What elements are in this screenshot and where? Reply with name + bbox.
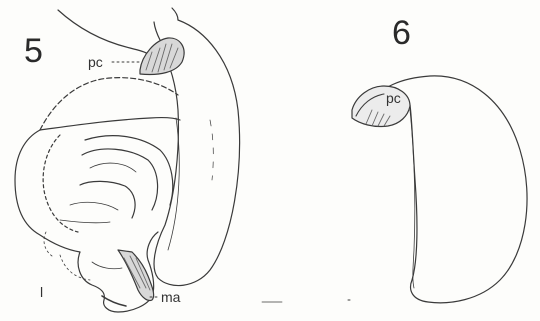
- fig5-ma-tip: [102, 250, 154, 306]
- fig5-label-l: l: [40, 285, 43, 299]
- fig5-lower-bulb-crease: [92, 262, 122, 269]
- fig5-body-dome: [85, 136, 173, 205]
- fig5-upper-plate-bottom: [40, 118, 180, 130]
- fig6-inner-edge: [410, 110, 415, 288]
- fig5-upper-plate-top: [40, 78, 178, 130]
- fig5-stalk-line-left: [58, 10, 150, 55]
- fig5-body-inner-left: [43, 135, 78, 232]
- fig5-right-lobe-inner: [168, 118, 179, 250]
- fig5-body-dome-inner: [82, 149, 158, 210]
- fig5-body-outer: [15, 130, 80, 252]
- fig5-stalk-line-top: [172, 8, 178, 20]
- fig5-pc-cap: [140, 38, 184, 75]
- fig5-stalk-line-right: [154, 22, 160, 40]
- fig5-label-ma: ma: [161, 290, 180, 304]
- fig5-flange-1: [80, 181, 135, 218]
- fig5-right-lobe-mark: [210, 120, 213, 180]
- fig5-body-ridge: [90, 163, 136, 172]
- fig5-label-pc: pc: [88, 55, 103, 69]
- fig5-left-dotted: [44, 232, 52, 256]
- fig6-label-pc: pc: [386, 91, 401, 105]
- fig5-flange-2: [70, 202, 118, 210]
- figure-5-number: 5: [24, 34, 43, 68]
- figure-6-number: 6: [392, 16, 411, 50]
- fig5-flange-3: [60, 220, 110, 223]
- fig6-pc-cap: [352, 86, 410, 127]
- fig5-lower-dotted: [60, 255, 90, 280]
